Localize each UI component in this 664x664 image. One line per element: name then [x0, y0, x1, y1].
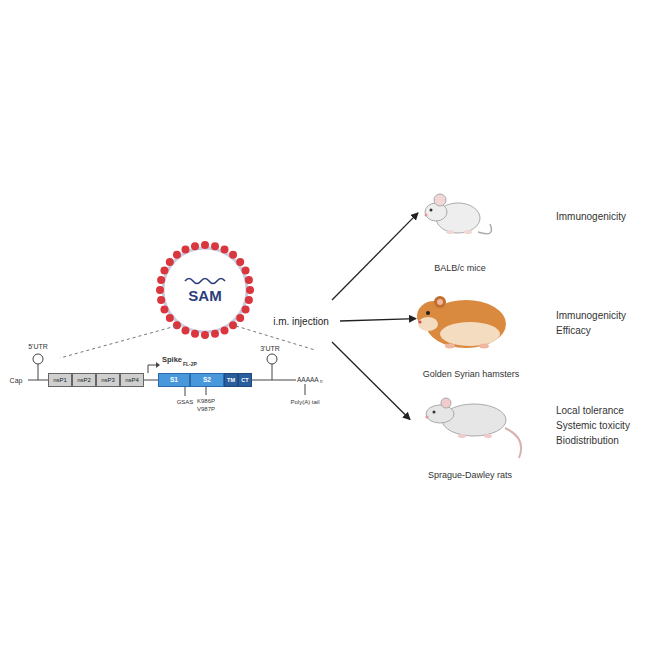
lipid-head: [166, 258, 174, 266]
lipid-head: [157, 296, 165, 304]
lnp-label-box: SAM: [172, 284, 238, 308]
lipid-head: [242, 306, 250, 314]
nsp-box: nsP2: [72, 373, 96, 387]
animal-group: BALB/c mice: [418, 180, 502, 274]
node-text: S2: [203, 376, 211, 383]
hairpin-loop: [267, 354, 277, 364]
lipid-head: [221, 327, 229, 335]
node-text: SAM: [188, 288, 221, 305]
lipid-head: [191, 242, 199, 250]
utr-label: 3'UTR: [260, 345, 280, 352]
node-text: TM: [227, 377, 235, 383]
arrow-connector: [340, 319, 416, 321]
lipid-head: [221, 245, 229, 253]
readout-label: Efficacy: [556, 326, 591, 336]
lipid-head: [157, 276, 165, 284]
mutation-label: GSAS: [177, 399, 194, 405]
lnp-shell: [163, 248, 247, 332]
lipid-head: [201, 241, 209, 249]
polya-label: AAAAA: [297, 377, 319, 384]
lipid-head: [156, 286, 164, 294]
readout-label: Local tolerance: [556, 406, 624, 416]
lipid-head: [160, 266, 168, 274]
lipid-head: [201, 331, 209, 339]
lipid-head: [245, 296, 253, 304]
arrow-connector: [332, 213, 418, 300]
polya-subscript: n: [320, 380, 323, 385]
lipid-head: [173, 251, 181, 259]
hairpin-loop: [33, 354, 43, 364]
lipid-head: [229, 251, 237, 259]
route-label: i.m. injection: [262, 300, 340, 342]
readout-label: Biodistribution: [556, 436, 619, 446]
readout-label: Systemic toxicity: [556, 421, 630, 431]
mutation-label: V987P: [197, 406, 215, 412]
cap-label: Cap: [10, 377, 23, 384]
promoter-head: [156, 362, 160, 368]
lipid-head: [191, 330, 199, 338]
node-text: nsP3: [101, 377, 115, 384]
lipid-head: [181, 245, 189, 253]
zoom-line: [60, 326, 176, 358]
spike-band: [158, 373, 252, 387]
gene-label: Spike: [162, 356, 182, 364]
node-text: nsP1: [53, 377, 67, 384]
node-text: Sprague-Dawley rats: [428, 471, 512, 481]
mutation-label: K986P: [197, 398, 215, 404]
tick: [185, 387, 186, 396]
rna-wave: [185, 279, 225, 284]
mouse-illustration: [425, 194, 492, 234]
node-text: S1: [170, 376, 178, 383]
spike-domain: CT: [238, 373, 252, 387]
lipid-head: [211, 242, 219, 250]
tick: [305, 384, 306, 395]
lipid-head: [236, 258, 244, 266]
spike-domain: S2: [190, 373, 224, 387]
utr-label: 5'UTR: [28, 343, 48, 350]
spike-domain: S1: [158, 373, 190, 387]
lipid-head: [173, 321, 181, 329]
node-text: CT: [241, 377, 248, 383]
node-text: i.m. injection: [273, 316, 329, 327]
readout-label: Immunogenicity: [556, 311, 626, 321]
hairpin-stem: [38, 364, 39, 380]
hamster-illustration: [417, 296, 506, 349]
arrow-connector: [332, 342, 410, 420]
hairpin-stem: [272, 364, 273, 380]
tick: [206, 387, 207, 395]
gene-subscript: FL-2P: [183, 362, 197, 367]
lipid-head: [245, 276, 253, 284]
node-text: nsP2: [77, 377, 91, 384]
animal-group: Golden Syrian hamsters: [416, 284, 526, 380]
lipid-head: [160, 306, 168, 314]
node-text: nsP4: [125, 377, 139, 384]
nsp-box: nsP3: [96, 373, 120, 387]
rat-illustration: [426, 398, 522, 458]
promoter-arrow: [148, 365, 156, 373]
lipid-head: [246, 286, 254, 294]
node-text: BALB/c mice: [434, 264, 486, 274]
spike-domain: TM: [224, 373, 238, 387]
lipid-head: [211, 330, 219, 338]
polya-tail-label: Poly(A) tail: [290, 399, 319, 405]
nsp-box: nsP4: [120, 373, 144, 387]
lipid-head: [229, 321, 237, 329]
readout-label: Immunogenicity: [556, 212, 626, 222]
lipid-head: [242, 266, 250, 274]
lipid-head: [166, 314, 174, 322]
lipid-head: [181, 327, 189, 335]
animal-group: Sprague-Dawley rats: [410, 385, 530, 481]
nsp-box: nsP1: [48, 373, 72, 387]
node-text: Golden Syrian hamsters: [423, 370, 520, 380]
lipid-head: [236, 314, 244, 322]
lipid-heads: [156, 241, 254, 339]
